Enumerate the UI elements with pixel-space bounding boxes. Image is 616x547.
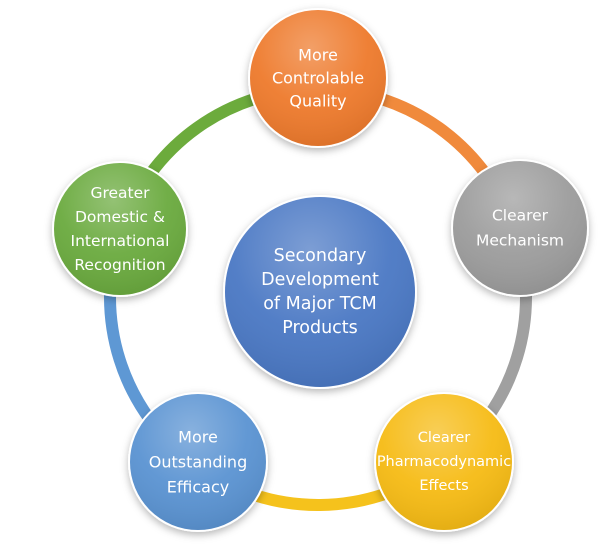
node-recognition-label-line: Recognition [74,256,165,274]
node-recognition-label-line: Greater [90,184,150,202]
center-circle-node-label-line: Products [282,318,358,338]
node-quality-label-line: More [298,46,338,65]
node-efficacy-label-line: Efficacy [167,478,229,497]
node-recognition-label-line: International [71,232,170,250]
node-quality-label-line: Controlable [272,69,364,88]
node-mechanism-label-line: Clearer [492,207,549,225]
node-quality-label-line: Quality [289,92,346,111]
node-pharmacodynamic-label-line: Pharmacodynamic [377,454,511,470]
node-mechanism-highlight [453,161,587,295]
outer-nodes: MoreControlableQualityClearerMechanismCl… [52,8,589,532]
center-circle-node-highlight [225,197,415,387]
node-efficacy-label-line: More [178,428,218,447]
node-mechanism-label-line: Mechanism [476,232,564,250]
node-recognition-highlight [54,163,186,295]
node-pharmacodynamic-label-line: Clearer [418,430,471,446]
node-efficacy-label-line: Outstanding [149,453,247,472]
node-quality-highlight [250,10,386,146]
node-pharmacodynamic-label-line: Effects [419,478,468,494]
node-efficacy-highlight [130,394,266,530]
center-circle-node-label-line: Development [261,270,379,290]
node-recognition-label-line: Domestic & [75,208,165,226]
center-circle-node-label-line: Secondary [274,246,367,266]
node-pharmacodynamic-highlight [376,394,512,530]
center-circle-node-label-line: of Major TCM [263,294,377,314]
